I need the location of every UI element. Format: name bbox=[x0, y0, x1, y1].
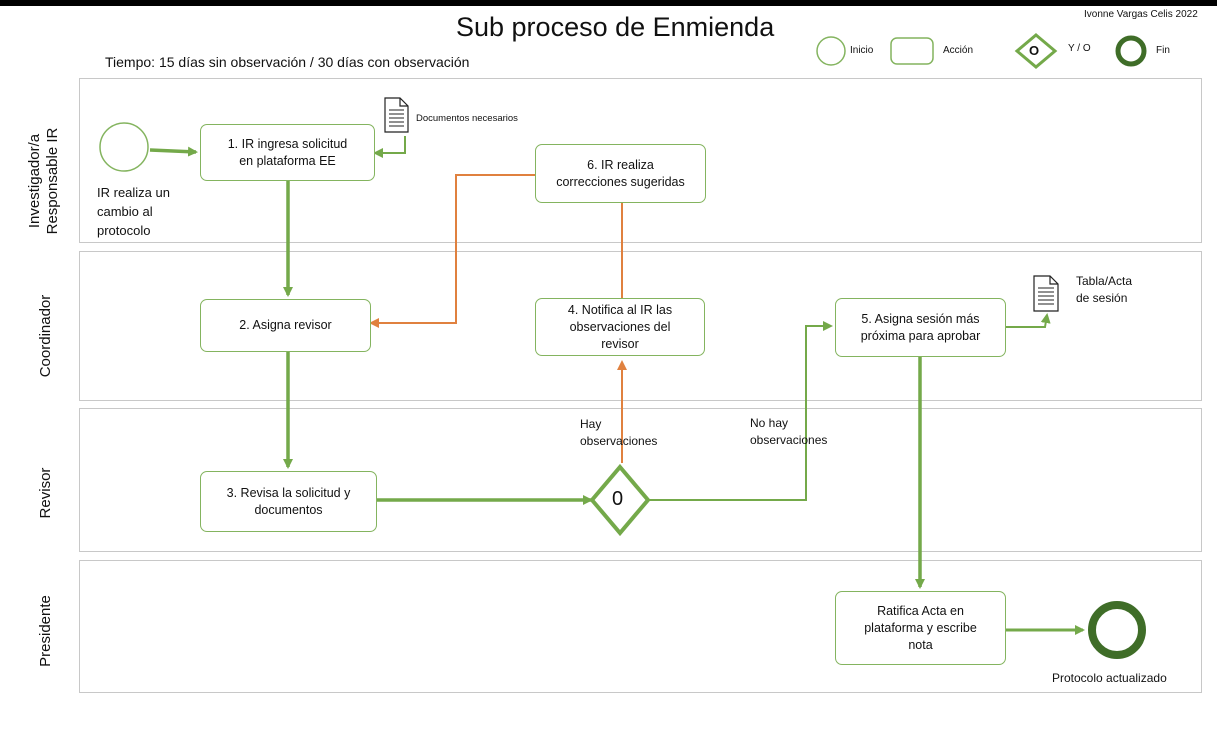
task-2-asigna-revisor: 2. Asigna revisor bbox=[200, 299, 371, 352]
legend-start-icon bbox=[816, 36, 846, 66]
legend-gateway-icon bbox=[1014, 33, 1058, 69]
flow-start-to-t1 bbox=[149, 146, 198, 157]
document-label-2: Tabla/Acta de sesión bbox=[1076, 274, 1133, 305]
flow-label-no-hay-observaciones: No hay observaciones bbox=[750, 416, 828, 447]
start-event-label: IR realiza un cambio al protocolo bbox=[97, 185, 170, 238]
author-note: Ivonne Vargas Celis 2022 bbox=[1084, 9, 1198, 20]
flow-gateway-to-t5 bbox=[648, 321, 833, 501]
legend-accion-label: Acción bbox=[943, 45, 974, 56]
legend-y-o-label: Y / O bbox=[1068, 43, 1091, 54]
legend-gateway-symbol: O bbox=[1029, 43, 1040, 58]
diagram-canvas bbox=[99, 33, 1147, 659]
end-event-label: Protocolo actualizado bbox=[1052, 671, 1167, 685]
flow-t5-to-doc2 bbox=[1006, 313, 1051, 328]
gateway-diamond bbox=[589, 463, 651, 537]
task-4-notifica-observaciones: 4. Notifica al IR las observaciones del … bbox=[535, 298, 705, 356]
flow-doc1-to-t1 bbox=[373, 136, 406, 158]
legend-action-icon bbox=[890, 37, 934, 65]
flow-t6-to-t2 bbox=[369, 174, 535, 328]
document-icon-1 bbox=[384, 97, 409, 133]
task-3-revisa-solicitud: 3. Revisa la solicitud y documentos bbox=[200, 471, 377, 532]
document-icon-2 bbox=[1033, 275, 1059, 312]
flow-label-hay-observaciones: Hay observaciones bbox=[580, 417, 658, 448]
task-1-ingresa-solicitud: 1. IR ingresa solicitud en plataforma EE bbox=[200, 124, 375, 181]
legend-fin-label: Fin bbox=[1156, 45, 1170, 56]
gateway-label: 0 bbox=[612, 488, 624, 510]
task-6-realiza-correcciones: 6. IR realiza correcciones sugeridas bbox=[535, 144, 706, 203]
end-event-icon bbox=[1088, 601, 1146, 659]
document-label-1: Documentos necesarios bbox=[416, 113, 518, 124]
legend-end-icon bbox=[1115, 35, 1147, 67]
lane-presidente bbox=[79, 560, 1202, 693]
start-event-icon bbox=[99, 122, 149, 172]
legend-inicio-label: Inicio bbox=[850, 45, 874, 56]
time-note: Tiempo: 15 días sin observación / 30 día… bbox=[105, 54, 470, 70]
top-rule bbox=[0, 0, 1217, 6]
diagram-title: Sub proceso de Enmienda bbox=[456, 12, 775, 42]
task-5-asigna-sesion: 5. Asigna sesión más próxima para aproba… bbox=[835, 298, 1006, 357]
task-7-ratifica-acta: Ratifica Acta en plataforma y escribe no… bbox=[835, 591, 1006, 665]
